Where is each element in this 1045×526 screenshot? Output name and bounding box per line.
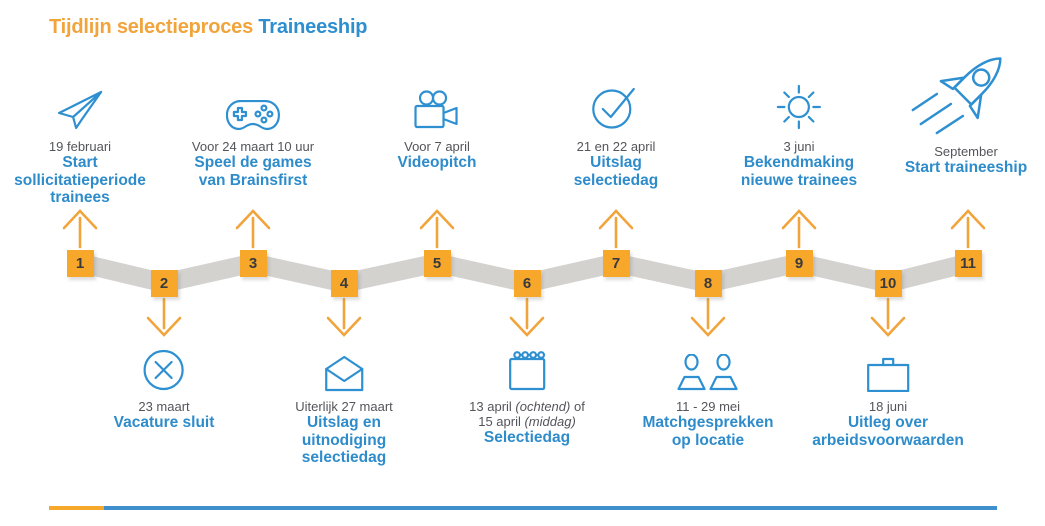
item-label: Start traineeship bbox=[905, 159, 1027, 177]
item-label-line: Uitleg over bbox=[847, 414, 929, 431]
item-label-line: arbeidsvoorwaarden bbox=[812, 431, 964, 449]
item-date: Voor 7 april bbox=[404, 139, 470, 154]
calendar-icon bbox=[505, 346, 549, 392]
down-arrow-icon bbox=[146, 297, 182, 337]
item-label-line: trainees bbox=[50, 189, 110, 206]
item-date: 13 april (ochtend) of 15 april (middag) bbox=[469, 399, 585, 429]
item-date: 3 juni bbox=[783, 139, 815, 154]
date-part-italic: (middag) bbox=[524, 414, 576, 429]
item-label-line: uitnodiging bbox=[301, 431, 387, 449]
video-camera-icon bbox=[413, 80, 461, 130]
item-label-line: selectiedag bbox=[573, 171, 659, 189]
up-arrow-icon bbox=[598, 209, 634, 249]
item-label-line: Vacature sluit bbox=[113, 414, 215, 431]
timeline-step-number: 1 bbox=[66, 249, 94, 277]
up-arrow-icon bbox=[781, 209, 817, 249]
item-label-line: Start bbox=[62, 154, 98, 171]
item-label-line: Selectiedag bbox=[483, 429, 571, 446]
item-date: Uiterlijk 27 maart bbox=[295, 399, 393, 414]
timeline-item-2: 23 maart Vacature sluit bbox=[114, 346, 215, 432]
timeline-step-number: 5 bbox=[423, 249, 451, 277]
item-date: September bbox=[934, 144, 998, 159]
up-arrow-icon bbox=[419, 209, 455, 249]
item-date: 23 maart bbox=[138, 399, 190, 414]
item-label-line: Start traineeship bbox=[904, 159, 1028, 176]
item-label: Matchgesprekken op locatie bbox=[643, 414, 774, 449]
item-label: Speel de games van Brainsfirst bbox=[194, 154, 311, 189]
cross-circle-icon bbox=[142, 346, 186, 392]
timeline-item-11: September Start traineeship bbox=[905, 38, 1027, 177]
item-label-line: nieuwe trainees bbox=[740, 171, 858, 189]
item-label-line: selectiedag bbox=[301, 449, 387, 466]
timeline-step-number: 11 bbox=[954, 249, 982, 277]
timeline-step-number: 3 bbox=[239, 249, 267, 277]
item-date: Voor 24 maart 10 uur bbox=[191, 139, 315, 154]
check-circle-icon bbox=[590, 80, 642, 130]
down-arrow-icon bbox=[509, 297, 545, 337]
timeline-item-9: 3 juni Bekendmaking nieuwe trainees bbox=[741, 80, 857, 189]
item-label-line: Uitslag en bbox=[306, 414, 382, 431]
item-label-line: Speel de games bbox=[194, 154, 312, 171]
timeline-step-number: 10 bbox=[874, 269, 902, 297]
item-label-line: op locatie bbox=[671, 431, 745, 449]
timeline-step-number: 7 bbox=[602, 249, 630, 277]
title-part-orange: Tijdlijn selectieproces bbox=[49, 16, 254, 38]
item-label: Selectiedag bbox=[484, 429, 570, 447]
item-label-line: Bekendmaking bbox=[743, 154, 855, 171]
timeline-item-8: 11 - 29 mei Matchgesprekken op locatie bbox=[643, 346, 774, 449]
item-label: Videopitch bbox=[398, 154, 477, 172]
rocket-icon bbox=[909, 38, 1024, 135]
game-controller-icon bbox=[225, 80, 280, 130]
item-label-line: Matchgesprekken bbox=[642, 414, 774, 431]
up-arrow-icon bbox=[62, 209, 98, 249]
item-label: Start sollicitatieperiode trainees bbox=[14, 154, 146, 207]
item-label: Uitleg over arbeidsvoorwaarden bbox=[812, 414, 964, 449]
timeline-item-7: 21 en 22 april Uitslag selectiedag bbox=[574, 80, 658, 189]
two-people-icon bbox=[677, 346, 739, 392]
footer-rule-blue-segment bbox=[104, 506, 997, 510]
item-label-line: van Brainsfirst bbox=[198, 171, 308, 189]
page-title: Tijdlijn selectieproces Traineeship bbox=[49, 16, 368, 39]
item-date: 11 - 29 mei bbox=[675, 399, 741, 414]
down-arrow-icon bbox=[870, 297, 906, 337]
item-label-line: Videopitch bbox=[397, 154, 477, 171]
item-label: Uitslag en uitnodiging selectiedag bbox=[302, 414, 386, 467]
item-label-line: Uitslag bbox=[590, 154, 642, 171]
date-line-2: 15 april (middag) bbox=[469, 414, 585, 429]
date-part-italic: (ochtend) bbox=[515, 399, 571, 414]
timeline-step-number: 4 bbox=[330, 269, 358, 297]
item-date: 18 juni bbox=[868, 399, 908, 414]
up-arrow-icon bbox=[950, 209, 986, 249]
paper-plane-icon bbox=[55, 80, 105, 130]
down-arrow-icon bbox=[326, 297, 362, 337]
timeline-step-number: 9 bbox=[785, 249, 813, 277]
date-part: of bbox=[570, 399, 585, 414]
envelope-icon bbox=[323, 346, 365, 392]
item-date: 19 februari bbox=[48, 139, 112, 154]
item-date: 21 en 22 april bbox=[576, 139, 656, 154]
item-label: Uitslag selectiedag bbox=[574, 154, 658, 189]
item-label: Vacature sluit bbox=[114, 414, 215, 432]
timeline-step-number: 2 bbox=[150, 269, 178, 297]
timeline-item-4: Uiterlijk 27 maart Uitslag en uitnodigin… bbox=[295, 346, 393, 467]
briefcase-icon bbox=[864, 346, 912, 392]
timeline-step-number: 6 bbox=[513, 269, 541, 297]
timeline-item-5: Voor 7 april Videopitch bbox=[398, 80, 477, 172]
item-label-line: sollicitatieperiode bbox=[14, 171, 146, 189]
date-line-1: 13 april (ochtend) of bbox=[469, 399, 585, 414]
title-part-blue: Traineeship bbox=[258, 16, 368, 38]
timeline-item-10: 18 juni Uitleg over arbeidsvoorwaarden bbox=[812, 346, 964, 449]
sun-icon bbox=[776, 80, 822, 130]
date-part: 15 april bbox=[478, 414, 525, 429]
date-part: 13 april bbox=[469, 399, 516, 414]
item-label: Bekendmaking nieuwe trainees bbox=[741, 154, 857, 189]
timeline-item-1: 19 februari Start sollicitatieperiode tr… bbox=[14, 80, 146, 207]
timeline-step-number: 8 bbox=[694, 269, 722, 297]
footer-rule bbox=[0, 506, 1045, 510]
timeline-item-3: Voor 24 maart 10 uur Speel de games van … bbox=[192, 80, 314, 189]
up-arrow-icon bbox=[235, 209, 271, 249]
timeline-item-6: 13 april (ochtend) of 15 april (middag) … bbox=[469, 346, 585, 447]
down-arrow-icon bbox=[690, 297, 726, 337]
footer-rule-orange-segment bbox=[49, 506, 104, 510]
